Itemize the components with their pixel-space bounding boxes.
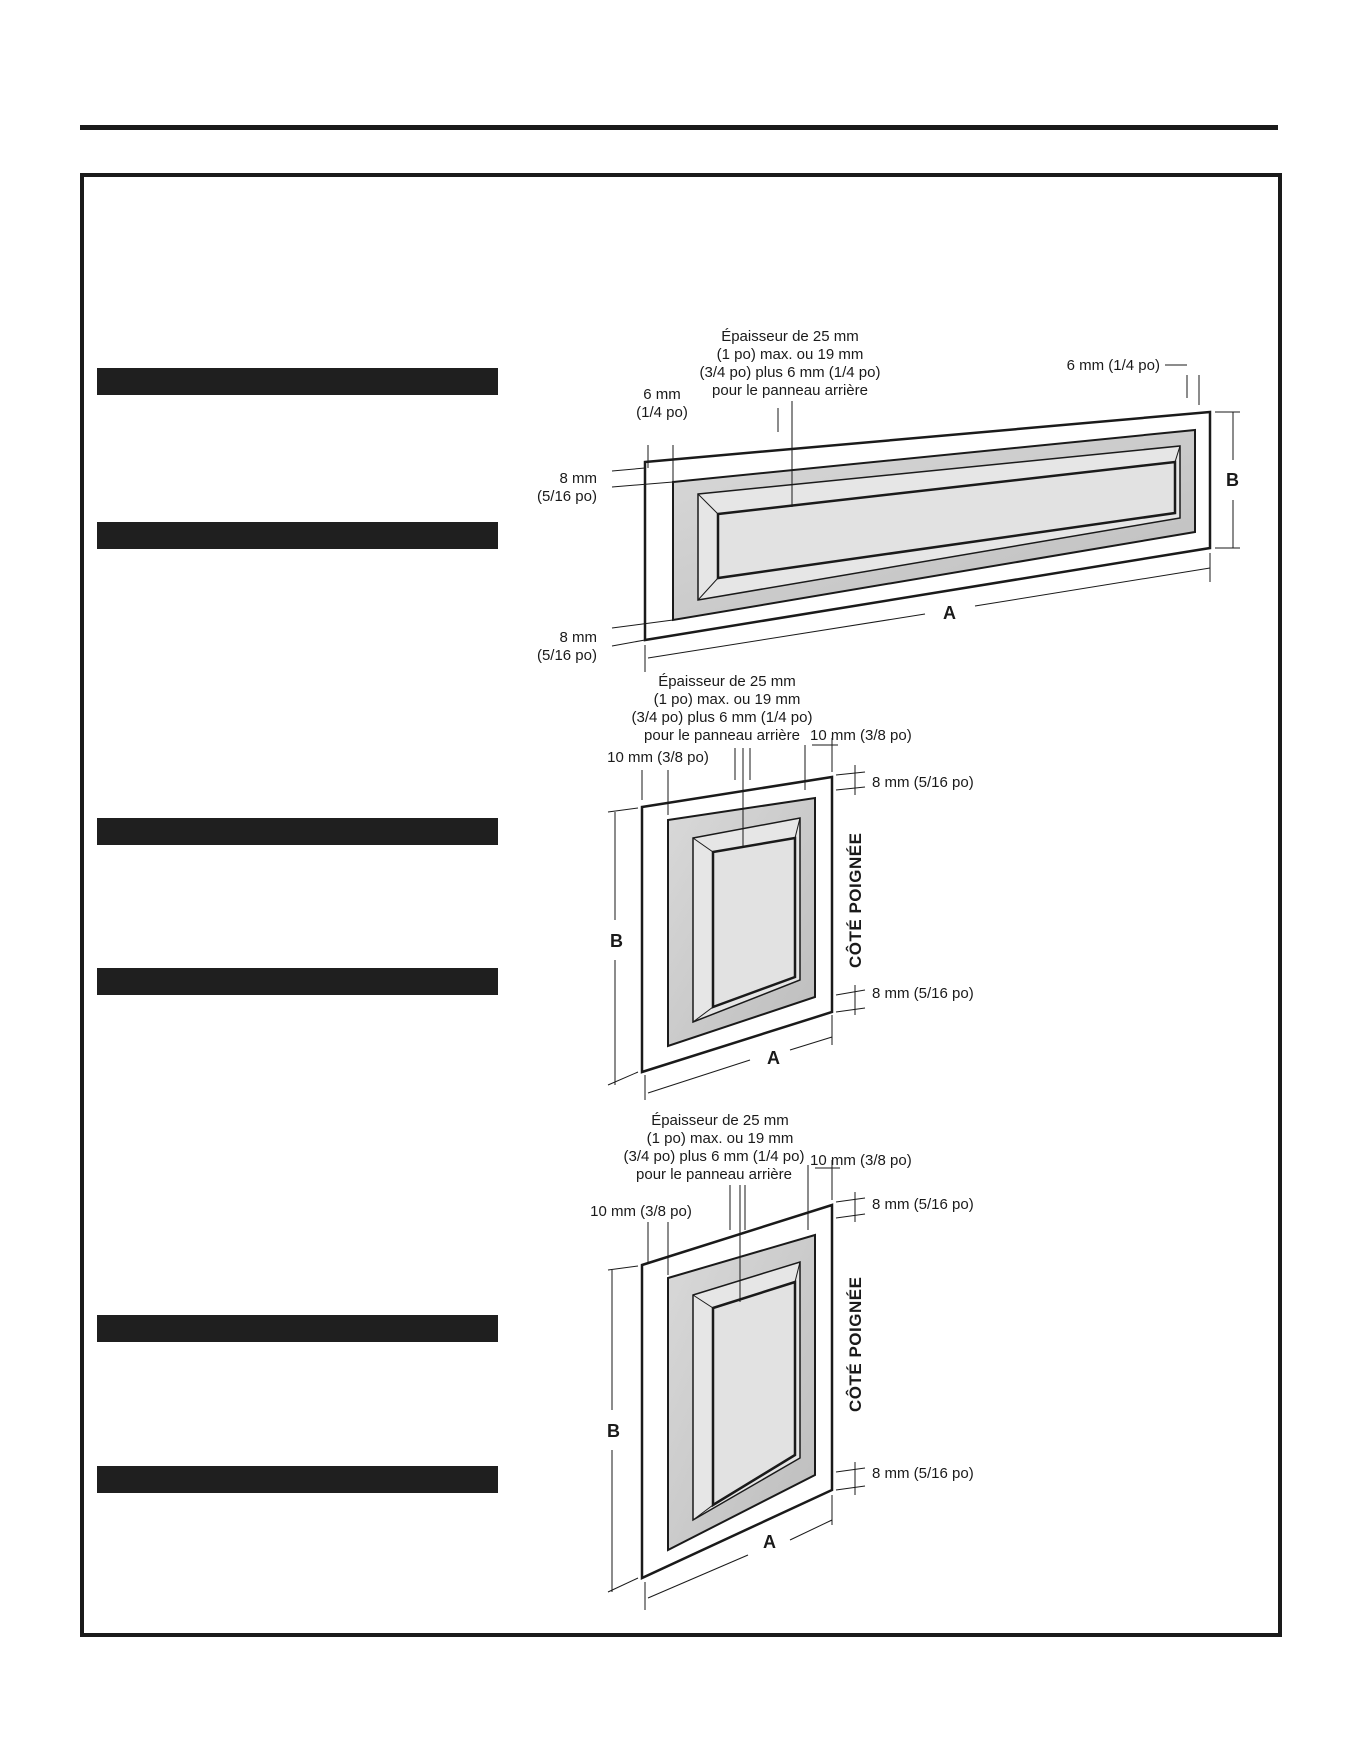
drawer-left-6mm-2: (1/4 po) xyxy=(636,404,688,421)
drawer-panel-diagram xyxy=(643,410,1212,642)
drawer-dimension-lines xyxy=(611,364,1240,672)
drawer-thickness-line-1: Épaisseur de 25 mm xyxy=(721,328,859,345)
door1-thickness-line-1: Épaisseur de 25 mm xyxy=(658,673,796,690)
content-frame xyxy=(80,173,1282,1637)
door-panel-diagram-1 xyxy=(640,775,834,1074)
door1-dim-a: A xyxy=(767,1048,780,1068)
door2-right-10mm: 10 mm (3/8 po) xyxy=(810,1152,912,1169)
door1-thickness-line-3: (3/4 po) plus 6 mm (1/4 po) xyxy=(632,709,813,726)
drawer-dim-b: B xyxy=(1226,470,1239,490)
door-dimension-lines-1 xyxy=(607,738,866,1100)
door2-bottom-8mm: 8 mm (5/16 po) xyxy=(872,1465,974,1482)
door1-thickness-line-2: (1 po) max. ou 19 mm xyxy=(654,691,801,708)
drawer-thickness-line-3: (3/4 po) plus 6 mm (1/4 po) xyxy=(700,364,881,381)
door1-thickness-line-4: pour le panneau arrière xyxy=(644,727,800,744)
door-panel-diagram-2 xyxy=(640,1203,834,1580)
door2-thickness-line-3: (3/4 po) plus 6 mm (1/4 po) xyxy=(624,1148,805,1165)
door2-thickness-line-2: (1 po) max. ou 19 mm xyxy=(647,1130,794,1147)
drawer-dim-a: A xyxy=(943,603,956,623)
drawer-thickness-line-4: pour le panneau arrière xyxy=(712,382,868,399)
drawer-labels: Épaisseur de 25 mm (1 po) max. ou 19 mm … xyxy=(537,328,1239,664)
header-rule xyxy=(80,125,1278,130)
section-bar-1 xyxy=(97,368,498,395)
section-bar-2 xyxy=(97,522,498,549)
door2-handle-side: CÔTÉ POIGNÉE xyxy=(846,1277,865,1412)
section-bar-4 xyxy=(97,968,498,995)
door2-left-10mm: 10 mm (3/8 po) xyxy=(590,1203,692,1220)
door2-top-8mm: 8 mm (5/16 po) xyxy=(872,1196,974,1213)
door-labels-1: Épaisseur de 25 mm (1 po) max. ou 19 mm … xyxy=(607,673,974,1068)
drawer-lower-8mm-1: 8 mm xyxy=(560,629,598,646)
section-bar-5 xyxy=(97,1315,498,1342)
door2-thickness-line-1: Épaisseur de 25 mm xyxy=(651,1112,789,1129)
door1-handle-side: CÔTÉ POIGNÉE xyxy=(846,833,865,968)
door-labels-2: Épaisseur de 25 mm (1 po) max. ou 19 mm … xyxy=(590,1112,974,1552)
drawer-upper-8mm-2: (5/16 po) xyxy=(537,488,597,505)
door1-bottom-8mm: 8 mm (5/16 po) xyxy=(872,985,974,1002)
door1-right-10mm: 10 mm (3/8 po) xyxy=(810,727,912,744)
door1-left-10mm: 10 mm (3/8 po) xyxy=(607,749,709,766)
door1-dim-b: B xyxy=(610,931,623,951)
drawer-thickness-line-2: (1 po) max. ou 19 mm xyxy=(717,346,864,363)
door1-top-8mm: 8 mm (5/16 po) xyxy=(872,774,974,791)
drawer-right-6mm: 6 mm (1/4 po) xyxy=(1067,357,1160,374)
section-bar-6 xyxy=(97,1466,498,1493)
door2-dim-a: A xyxy=(763,1532,776,1552)
drawer-left-6mm-1: 6 mm xyxy=(643,386,681,403)
drawer-lower-8mm-2: (5/16 po) xyxy=(537,647,597,664)
drawer-upper-8mm-1: 8 mm xyxy=(560,470,598,487)
door-dimension-lines-2 xyxy=(607,1160,866,1610)
door2-thickness-line-4: pour le panneau arrière xyxy=(636,1166,792,1183)
section-bar-3 xyxy=(97,818,498,845)
door2-dim-b: B xyxy=(607,1421,620,1441)
